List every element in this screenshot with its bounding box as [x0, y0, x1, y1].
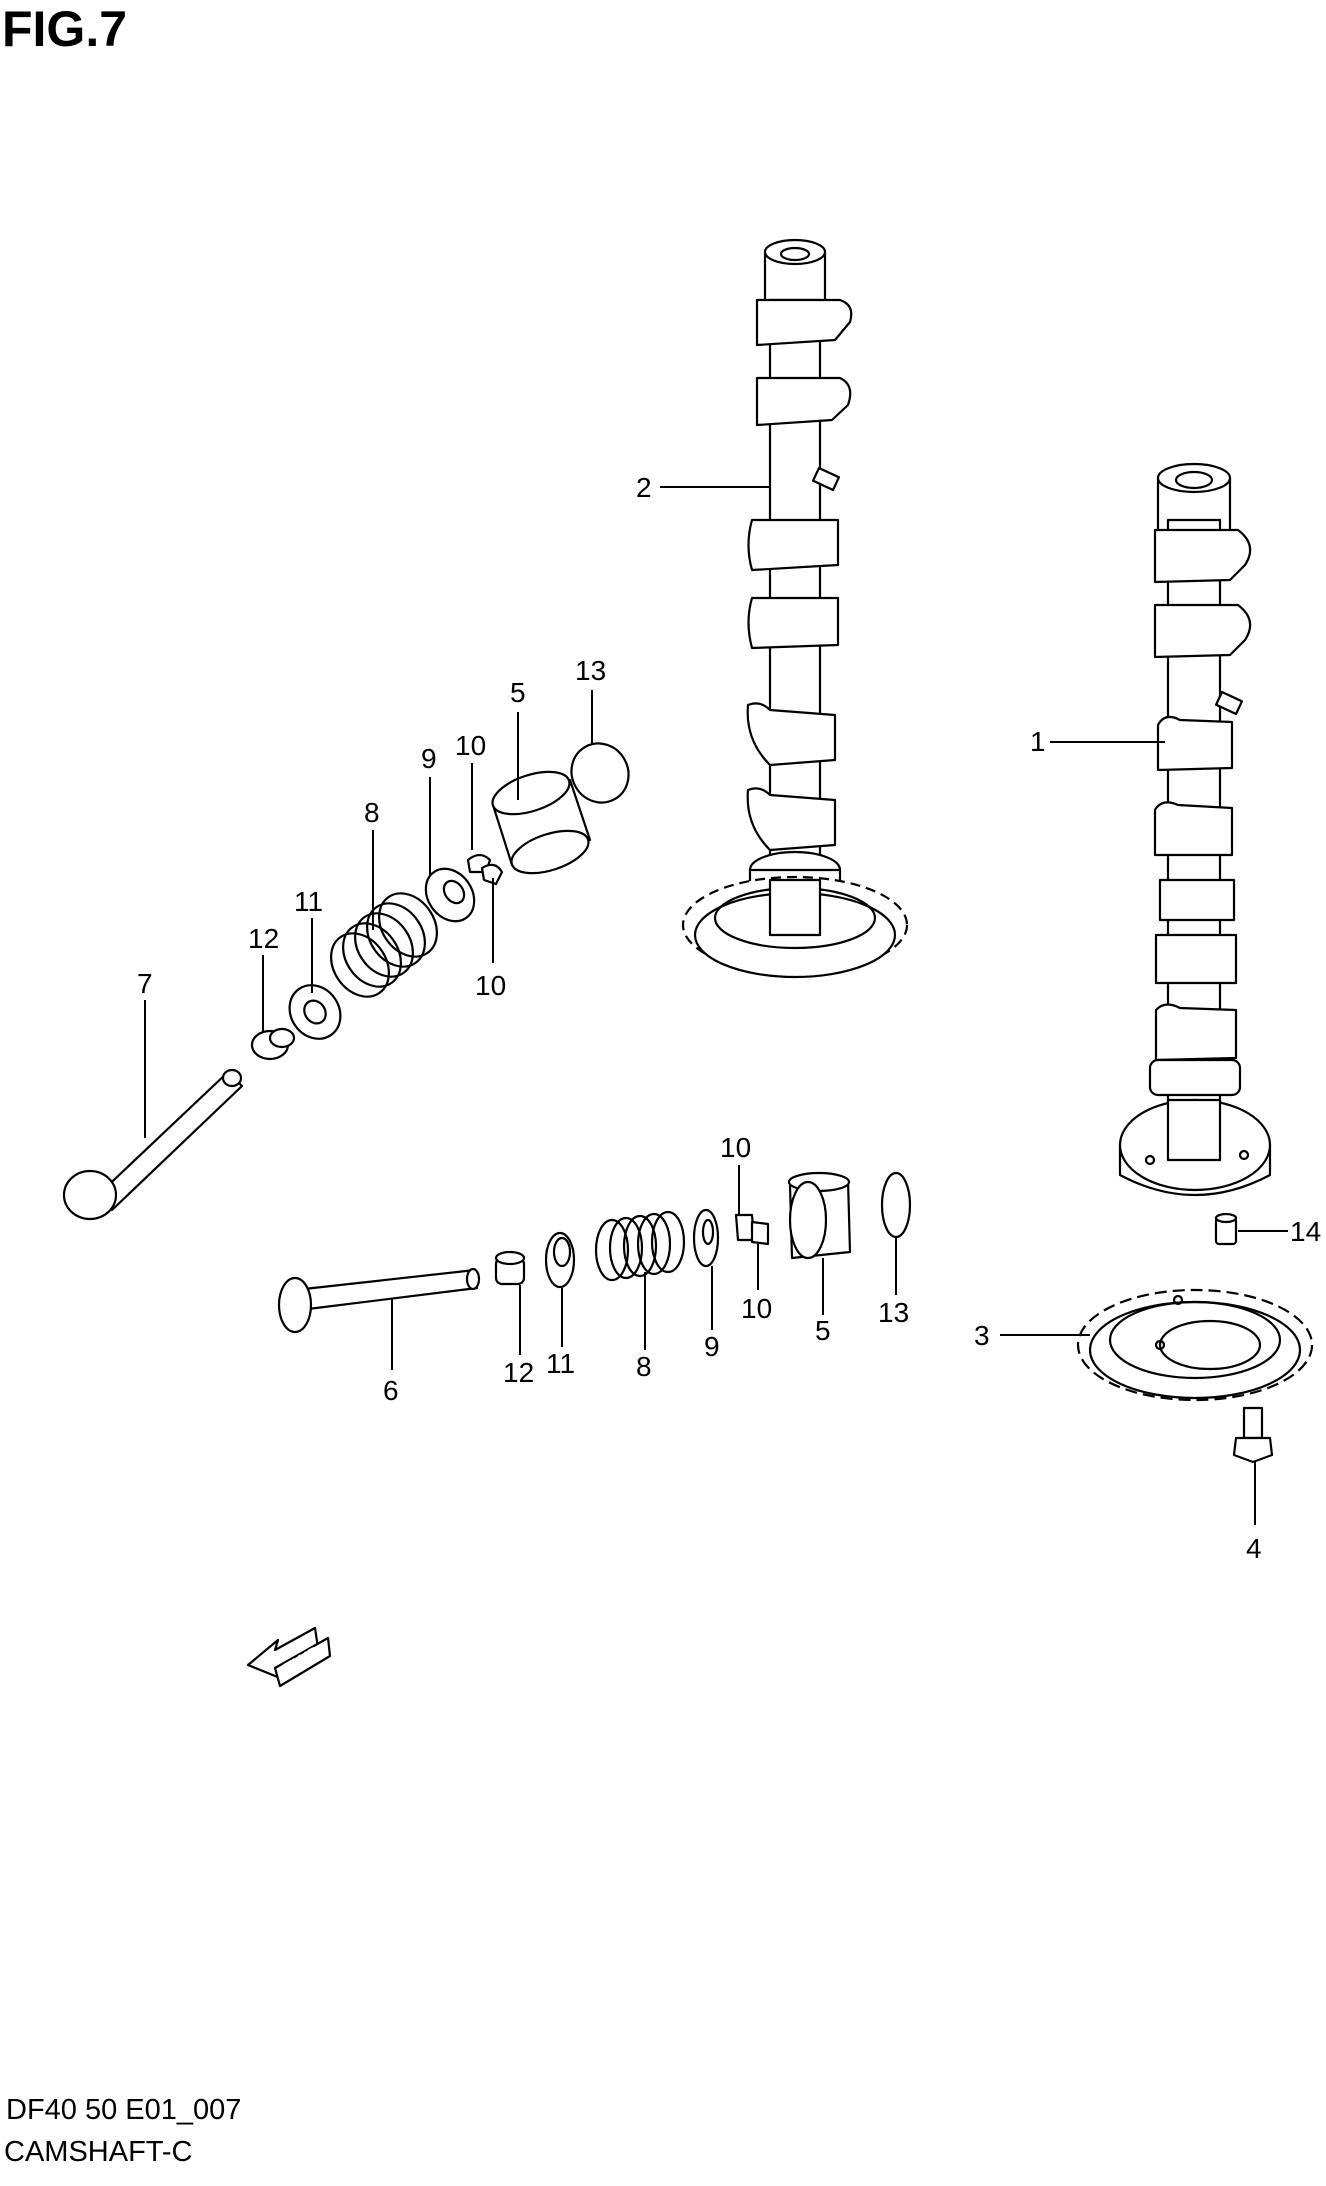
tappet-5 [491, 770, 592, 875]
callout-2: 2 [636, 472, 652, 503]
callout-14: 14 [1290, 1216, 1321, 1247]
callout-13-lower: 13 [878, 1297, 909, 1328]
callout-12-upper: 12 [248, 923, 279, 954]
spring-retainer-9b [692, 1208, 720, 1268]
callout-8-upper: 8 [364, 797, 380, 828]
valve-spring-8b [594, 1210, 686, 1282]
figure-code: DF40 50 E01_007 [6, 2094, 242, 2126]
valve-spring-8 [330, 892, 438, 998]
callout-4: 4 [1246, 1533, 1262, 1564]
callout-10-upper-b: 10 [475, 970, 506, 1001]
callout-5-lower: 5 [815, 1315, 831, 1346]
camshaft-1 [1118, 462, 1272, 1196]
shim-13 [570, 742, 630, 804]
callout-13-upper: 13 [575, 655, 606, 686]
figure-title: FIG.7 [2, 1, 128, 57]
callout-11-lower: 11 [546, 1348, 575, 1379]
valve-stem-seal-12b [494, 1250, 526, 1286]
figure-name: CAMSHAFT-C [4, 2136, 193, 2168]
callout-7: 7 [137, 968, 153, 999]
spring-seat-11b [544, 1231, 576, 1289]
shim-13b [880, 1171, 912, 1239]
callout-9-upper: 9 [421, 743, 437, 774]
valve-cotter-10 [466, 853, 504, 886]
leader-lines [144, 486, 1288, 1525]
callout-1: 1 [1030, 726, 1046, 757]
valve-7 [62, 1068, 244, 1221]
forward-arrow-icon: FWD [246, 1626, 332, 1688]
callout-11-upper: 11 [294, 886, 323, 917]
camshaft-2 [681, 238, 909, 979]
spring-retainer-9 [424, 867, 476, 923]
tappet-5b [787, 1171, 852, 1260]
callout-10-lower-a: 10 [720, 1132, 751, 1163]
callout-numbers: 1 2 3 4 5 5 6 7 8 8 9 9 10 10 10 10 11 1… [137, 472, 1321, 1564]
callout-8-lower: 8 [636, 1351, 652, 1382]
valve-6 [277, 1267, 481, 1334]
dowel-pin-14 [1214, 1212, 1238, 1246]
callout-12-lower: 12 [503, 1357, 534, 1388]
bolt-4 [1232, 1406, 1274, 1464]
callout-10-upper-a: 10 [455, 730, 486, 761]
callout-5-upper: 5 [510, 677, 526, 708]
cam-sprocket-3 [1076, 1288, 1314, 1402]
valve-cotter-10b [734, 1213, 770, 1246]
callout-9-lower: 9 [704, 1331, 720, 1362]
valve-stem-seal-12 [250, 1027, 296, 1061]
spring-seat-11 [288, 984, 342, 1040]
callout-10-lower-b: 10 [741, 1293, 772, 1324]
callout-6: 6 [383, 1375, 399, 1406]
callout-3: 3 [974, 1320, 990, 1351]
